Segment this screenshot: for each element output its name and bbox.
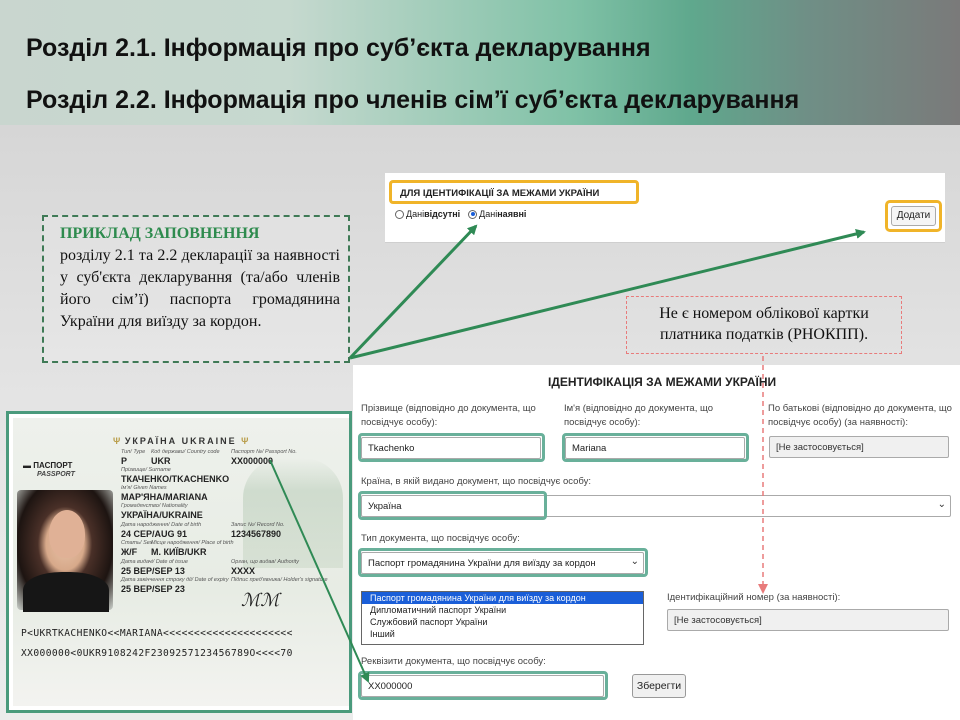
passport-signature-label: Підпис пред'явника/ Holder's signature (231, 577, 328, 583)
patronymic-label: По батькові (відповідно до документа, що… (768, 403, 952, 428)
country-label: Країна, в якій видано документ, що посві… (361, 476, 592, 487)
passport-type-label: Тип/ Type (121, 449, 146, 455)
example-callout: ПРИКЛАД ЗАПОВНЕННЯ розділу 2.1 та 2.2 де… (42, 215, 350, 363)
passport-word-ua: ▬ ПАСПОРТ (23, 461, 73, 470)
passport-word-en: PASSPORT (37, 471, 75, 478)
id-number-label: Ідентифікаційний номер (за наявності): (667, 592, 841, 603)
passport-number-label: Паспорт №/ Passport No. (231, 449, 297, 455)
passport-nationality-value: УКРАЇНА/UKRAINE (121, 510, 203, 520)
passport-pob-label: Місце народження/ Place of birth (151, 540, 234, 546)
passport-doi-label: Дата видачі/ Date of issue (121, 559, 188, 565)
section-title-2-1: Розділ 2.1. Інформація про суб’єкта декл… (26, 34, 651, 62)
identification-abroad-panel: ДЛЯ ІДЕНТИФІКАЦІЇ ЗА МЕЖАМИ УКРАЇНИ Дані… (385, 173, 945, 243)
passport-authority-label: Орган, що видав/ Authority (231, 559, 300, 565)
rnokpp-note: Не є номером облікової картки платника п… (626, 296, 902, 354)
chevron-down-icon: ⌄ (630, 556, 639, 567)
holder-signature: ℳℳ (241, 590, 280, 611)
radio-data-present-label-prefix: Дані (479, 209, 498, 219)
passport-country-header: Ψ УКРАЇНА UKRAINE Ψ (113, 436, 249, 446)
form-title: ІДЕНТИФІКАЦІЯ ЗА МЕЖАМИ УКРАЇНИ (548, 375, 777, 389)
trident-icon: Ψ (113, 436, 121, 446)
passport-surname-value: ТКАЧЕНКО/TKACHENKO (121, 474, 230, 484)
requisites-field[interactable]: XX000000 (361, 675, 604, 697)
doc-type-dropdown: Паспорт громадянина України для виїзду з… (361, 591, 644, 645)
example-title: ПРИКЛАД ЗАПОВНЕННЯ (60, 225, 260, 242)
arrow-to-radio (348, 224, 478, 360)
header-banner: Розділ 2.1. Інформація про суб’єкта декл… (0, 0, 960, 125)
radio-data-present[interactable] (468, 209, 478, 219)
passport-type-value: P (121, 456, 128, 466)
passport-code-label: Код держави/ Country code (151, 449, 220, 455)
passport-number-value: XX000000 (231, 456, 274, 466)
doc-type-value: Паспорт громадянина України для виїзду з… (368, 558, 596, 569)
passport-code-value: UKR (151, 456, 171, 466)
passport-dob-value: 24 СЕР/AUG 91 (121, 529, 188, 539)
passport-record-label: Запис №/ Record No. (231, 522, 285, 528)
passport-background-art (243, 458, 343, 568)
country-select[interactable]: Україна ⌄ (361, 495, 951, 517)
radio-data-absent[interactable] (395, 209, 404, 219)
passport-image: Ψ УКРАЇНА UKRAINE Ψ ▬ ПАСПОРТ PASSPORT Т… (13, 418, 349, 706)
passport-dob-label: Дата народження/ Date of birth (121, 522, 202, 528)
radio-data-absent-label: відсутні (424, 209, 461, 219)
name-field[interactable]: Mariana (565, 437, 745, 459)
passport-given-value: МАР'ЯНА/MARIANA (121, 492, 208, 502)
doc-type-option[interactable]: Паспорт громадянина України для виїзду з… (362, 592, 643, 604)
passport-given-label: Ім'я/ Given Names (121, 485, 167, 491)
passport-sex-value: Ж/F (121, 547, 138, 557)
id-number-field: [Не застосовується] (667, 609, 949, 631)
radio-data-absent-label-prefix: Дані (406, 209, 425, 219)
passport-example-frame: Ψ УКРАЇНА UKRAINE Ψ ▬ ПАСПОРТ PASSPORT Т… (6, 411, 352, 713)
country-value: Україна (368, 501, 402, 512)
surname-label: Прізвище (відповідно до документа, що по… (361, 403, 536, 428)
passport-record-value: 1234567890 (231, 529, 282, 539)
section-title-2-2: Розділ 2.2. Інформація про членів сім’ї … (26, 86, 800, 114)
passport-pob-value: М. КИЇВ/UKR (151, 547, 207, 557)
data-availability-radios: Дані відсутні Дані наявні (395, 209, 526, 219)
patronymic-field: [Не застосовується] (769, 436, 949, 458)
passport-doe-value: 25 ВЕР/SEP 23 (121, 584, 185, 594)
doc-type-select[interactable]: Паспорт громадянина України для виїзду з… (361, 552, 644, 574)
chevron-down-icon: ⌄ (937, 499, 946, 510)
doc-type-option[interactable]: Інший (370, 629, 395, 639)
identification-form: ІДЕНТИФІКАЦІЯ ЗА МЕЖАМИ УКРАЇНИ Прізвище… (353, 365, 960, 720)
surname-field[interactable]: Tkachenko (361, 437, 541, 459)
passport-nationality-label: Громадянство/ Nationality (121, 503, 188, 509)
passport-mrz-line-2: XX000000<0UKR9108242F2309257123456789O<<… (21, 648, 293, 659)
doc-type-option[interactable]: Дипломатичний паспорт України (370, 605, 507, 615)
passport-doi-value: 25 ВЕР/SEP 13 (121, 566, 185, 576)
radio-data-present-label: наявні (497, 209, 527, 219)
add-button[interactable]: Додати (891, 206, 936, 226)
passport-photo (17, 490, 113, 612)
name-label: Ім'я (відповідно до документа, що посвід… (564, 403, 713, 428)
passport-mrz-line-1: P<UKRTKACHENKO<<MARIANA<<<<<<<<<<<<<<<<<… (21, 628, 293, 639)
requisites-label: Реквізити документа, що посвідчує особу: (361, 656, 546, 667)
doc-type-label: Тип документа, що посвідчує особу: (361, 533, 520, 544)
passport-authority-value: XXXX (231, 566, 256, 576)
example-text: розділу 2.1 та 2.2 декларації за наявнос… (60, 247, 340, 330)
passport-surname-label: Прізвище/ Surname (121, 467, 171, 473)
passport-doe-label: Дата закінчення строку дії/ Date of expi… (121, 577, 229, 583)
doc-type-option[interactable]: Службовий паспорт України (370, 617, 488, 627)
trident-icon: Ψ (241, 436, 249, 446)
panel-title: ДЛЯ ІДЕНТИФІКАЦІЇ ЗА МЕЖАМИ УКРАЇНИ (389, 180, 639, 204)
save-button[interactable]: Зберегти (632, 674, 686, 698)
add-button-highlight: Додати (885, 200, 942, 232)
passport-sex-label: Стать/ Sex (121, 540, 153, 546)
